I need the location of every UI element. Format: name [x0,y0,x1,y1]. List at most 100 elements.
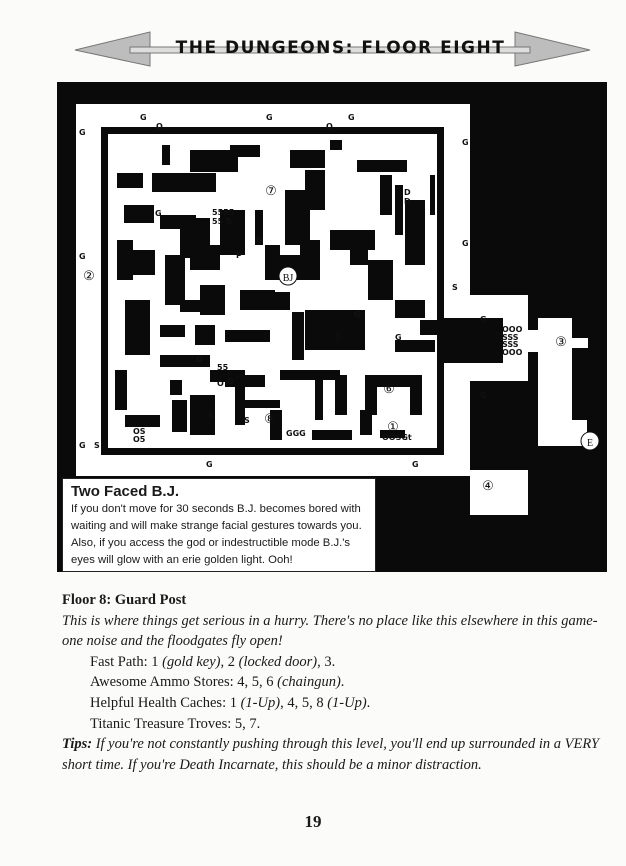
marker-circle [580,431,600,451]
map-wall [380,175,392,215]
map-wall [360,410,372,435]
map-wall [305,170,325,210]
map-glyph: OOSGt [382,433,412,442]
map-wall [350,240,368,265]
floor-intro: This is where things get serious in a hu… [62,612,598,650]
map-wall [380,430,405,438]
tips: Tips: If you're not constantly pushing t… [62,734,602,775]
sidebar-body: If you don't move for 30 seconds B.J. be… [71,503,362,566]
map-wall [312,430,352,440]
map-wall [125,300,150,355]
map-glyph: G [155,209,162,218]
page-number: 19 [304,812,322,831]
map-glyph: P [236,251,242,260]
map-wall [117,173,143,188]
map-glyph: 5555 [212,208,235,217]
map-wall [160,355,210,367]
map-glyph: G [266,113,273,122]
path-line-label: Fast Path: 1 [90,653,163,670]
map-wall [335,375,347,415]
map-wall [160,325,185,337]
path-line: Awesome Ammo Stores: 4, 5, 6 (chaingun). [62,672,602,693]
map-wall [280,370,340,380]
map-wall [117,240,133,280]
map-glyph: S [452,283,458,292]
path-line: Titanic Treasure Troves: 5, 7. [62,714,602,735]
map-glyph: G [395,333,402,342]
map-glyph: SSS [502,333,519,342]
floor-heading: Floor 8: Guard Post [62,592,187,608]
tips-text: If you're not constantly pushing through… [62,736,600,773]
map-glyph: S [244,416,250,425]
map-wall [420,320,438,335]
map-wall [190,150,238,172]
map-glyph: SSS [502,340,519,349]
path-line-end: , 3. [317,653,336,670]
map-wall [165,255,185,305]
map-wall [292,312,304,360]
map-glyph: G [354,310,361,319]
page-title: THE DUNGEONS: FLOOR EIGHT [175,38,506,58]
map-wall [410,375,422,415]
map-wall [395,300,425,318]
map-wall [220,210,245,255]
map-glyph: G [480,315,487,324]
sidebar-title: Two Faced B.J. [71,483,180,500]
map-wall [365,375,415,387]
map-glyph: G [79,441,86,450]
map-wall [270,410,282,440]
path-line-note1: (gold key) [162,653,221,670]
map-glyph: D [404,197,411,206]
map-glyph: O [227,377,234,386]
map-wall [180,300,210,312]
map-wall [225,375,265,387]
map-glyph: O [156,122,163,131]
map-glyph: O5 [133,435,146,444]
map-wall [405,200,425,222]
map-wall [344,310,352,350]
path-line-mid: , 2 [220,653,239,670]
path-line-label: Helpful Health Caches: 1 [90,694,241,711]
tips-label: Tips: [62,736,93,753]
path-line-end: . [366,694,371,711]
map-wall [124,205,154,223]
double-arrow-ornament [74,31,591,67]
map-wall [195,325,215,345]
map-glyph: 55 5 [212,217,232,226]
map-wall [330,140,342,150]
map-glyph: G [206,460,213,469]
map-glyph: G [196,355,203,364]
path-line: Helpful Health Caches: 1 (1-Up), 4, 5, 8… [62,693,602,714]
map-glyph: G [79,252,86,261]
path-line-label: Awesome Ammo Stores: 4, 5, 6 [90,674,278,691]
marker-5: ⑤ [332,328,344,343]
map-glyph: OS [133,427,146,436]
map-glyph: G [140,113,147,122]
map-glyph: G [256,236,263,245]
marker-2: ② [83,268,95,283]
path-line-note2: (1-Up) [327,694,367,711]
map-wall [368,260,393,300]
map-glyph: 55 [217,363,229,372]
map-glyph: G [480,391,487,400]
marker-exit: E [587,438,593,449]
path-line-mid: . [340,674,345,691]
map-wall [357,160,407,172]
sidebar-note: Two Faced B.J. If you don't move for 30 … [62,478,376,572]
map-glyph: G [348,113,355,122]
map-wall [190,395,215,435]
map-glyph: GGG [286,429,306,438]
page-header: THE DUNGEONS: FLOOR EIGHT [0,18,626,78]
map-glyph: G [79,128,86,137]
map-glyph: OOO [502,325,523,334]
map-wall [430,175,435,215]
marker-8: ⑧ [264,411,276,426]
marker-bj: BJ [283,273,294,284]
map-wall [130,250,155,275]
map-wall [170,380,182,395]
path-line-note1: (chaingun) [277,674,341,691]
path-line-note1: (1-Up) [240,694,281,711]
map-wall [290,150,325,168]
map-wall [405,220,425,265]
